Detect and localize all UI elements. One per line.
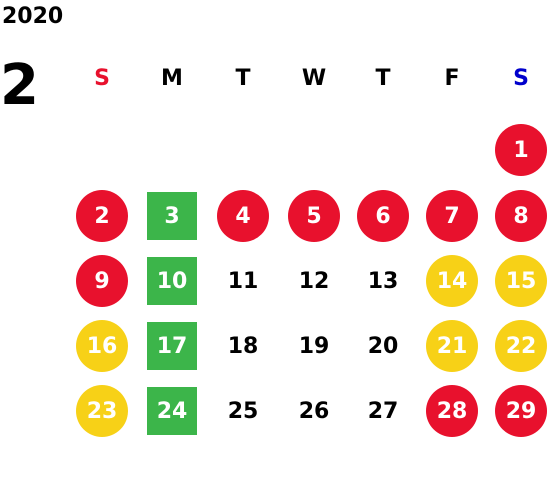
day-cell-13[interactable]: 13 [367,268,399,294]
day-cell-23[interactable]: 23 [76,385,128,437]
day-cell-10[interactable]: 10 [147,257,197,305]
day-cell-27[interactable]: 27 [367,398,399,424]
day-cell-14[interactable]: 14 [426,255,478,307]
weekday-5: F [444,66,460,91]
day-cell-11[interactable]: 11 [227,268,259,294]
day-cell-8[interactable]: 8 [495,190,547,242]
day-cell-25[interactable]: 25 [227,398,259,424]
day-cell-1[interactable]: 1 [495,124,547,176]
day-cell-6[interactable]: 6 [357,190,409,242]
day-cell-18[interactable]: 18 [227,333,259,359]
month-label: 2 [0,53,39,118]
weekday-3: W [301,66,327,91]
day-cell-19[interactable]: 19 [298,333,330,359]
day-cell-4[interactable]: 4 [217,190,269,242]
day-cell-20[interactable]: 20 [367,333,399,359]
day-cell-21[interactable]: 21 [426,320,478,372]
weekday-6: S [513,66,529,91]
day-cell-15[interactable]: 15 [495,255,547,307]
day-cell-16[interactable]: 16 [76,320,128,372]
day-cell-24[interactable]: 24 [147,387,197,435]
weekday-0: S [94,66,110,91]
day-cell-5[interactable]: 5 [288,190,340,242]
weekday-2: T [235,66,251,91]
day-cell-26[interactable]: 26 [298,398,330,424]
day-cell-3[interactable]: 3 [147,192,197,240]
day-cell-28[interactable]: 28 [426,385,478,437]
day-cell-29[interactable]: 29 [495,385,547,437]
day-cell-17[interactable]: 17 [147,322,197,370]
day-cell-12[interactable]: 12 [298,268,330,294]
day-cell-22[interactable]: 22 [495,320,547,372]
year-label: 2020 [2,4,64,29]
weekday-4: T [375,66,391,91]
weekday-1: M [161,66,183,91]
day-cell-7[interactable]: 7 [426,190,478,242]
day-cell-9[interactable]: 9 [76,255,128,307]
day-cell-2[interactable]: 2 [76,190,128,242]
